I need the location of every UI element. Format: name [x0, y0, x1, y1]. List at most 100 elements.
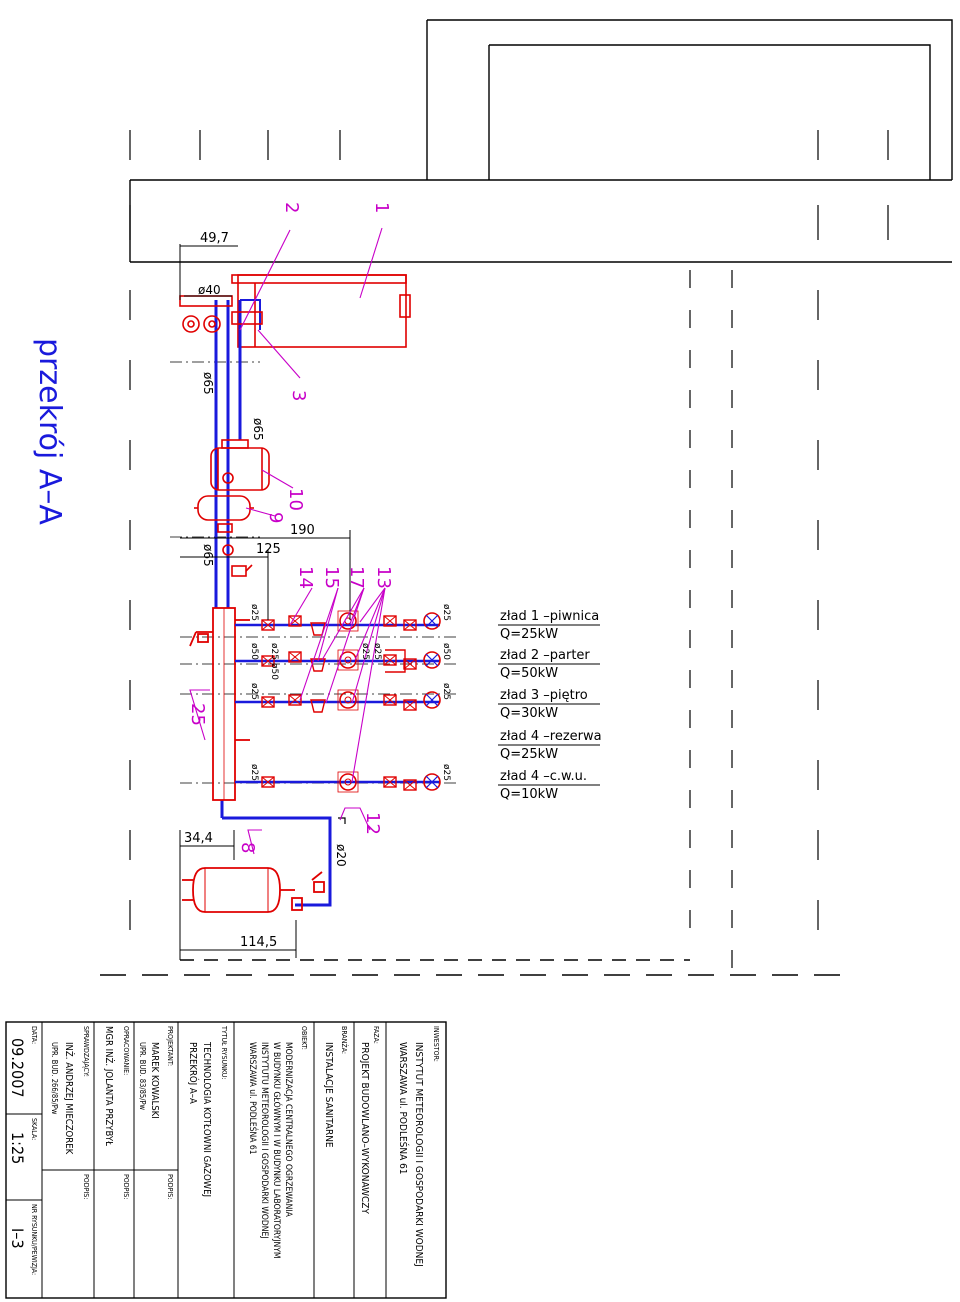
tb-drawing-title-line1: TECHNOLOGIA KOTŁOWNI GAZOWEJ — [201, 1041, 212, 1197]
title-block: INWESTOR: INSTYTUT METEOROLOGII I GOSPOD… — [5, 1021, 447, 1299]
tb-investor-label: INWESTOR: — [432, 1026, 440, 1062]
tb-branch: INSTALACJE SANITARNE — [323, 1042, 334, 1148]
tb-number: I–3 — [8, 1228, 27, 1249]
callout-8: 8 — [237, 842, 258, 853]
dirt-separator — [194, 495, 254, 533]
safety-valve — [338, 817, 346, 824]
tb-signature-label-1: PODPIS: — [166, 1174, 174, 1199]
inner-wall-dashed — [689, 270, 733, 975]
tb-drawing-title-line2: PRZEKRÓJ A–A — [187, 1042, 199, 1104]
tb-checker-label: SPRAWDZAJĄCY: — [82, 1026, 90, 1077]
dimension-lines — [179, 244, 600, 960]
tb-checker-name: INŻ. ANDRZEJ MIECZOREK — [63, 1042, 74, 1155]
circuit-2-name: zład 2 –parter — [500, 648, 590, 663]
callout-13: 13 — [373, 566, 394, 589]
boiler-connections — [179, 295, 263, 333]
tb-object-line4: WARSZAWA ul. PODLEŚNA 61 — [247, 1042, 259, 1155]
expansion-vessel — [182, 867, 325, 913]
tb-designer-license: UPR. BUD. 83/85/Pw — [138, 1042, 147, 1111]
callout-1: 1 — [371, 202, 392, 213]
tb-number-label: NR RYSUNKU/PEWIZJA: — [30, 1204, 38, 1275]
tb-drawing-title-label: TYTUŁ RYSUNKU: — [220, 1025, 228, 1079]
tb-prepared-name: MGR INŻ. JOLANTA PRZYBYŁ — [103, 1026, 114, 1146]
circuit-3-name: zład 3 –piętro — [500, 688, 588, 703]
tb-object-line3: INSTYTUTU METEOROLOGII I GOSPODARKI WODN… — [259, 1042, 269, 1239]
dn50-label-c: ø50 — [441, 643, 451, 660]
circuit-1-name: zład 1 –piwnica — [500, 609, 599, 624]
tb-designer-name: MAREK KOWALSKI — [149, 1042, 160, 1119]
circuit-4-q: Q=25kW — [500, 747, 558, 762]
dn25-label-c: ø25 — [249, 764, 259, 781]
circuit-5-name: zład 4 –c.w.u. — [500, 769, 587, 784]
dn25-label-f: ø25 — [441, 604, 451, 621]
tb-checker-license: UPR. BUD. 266/85/Pw — [50, 1042, 59, 1115]
dn65-label-top: ø65 — [201, 372, 215, 395]
tb-date: 09.2007 — [8, 1038, 27, 1098]
circuit-2-q: Q=50kW — [500, 666, 558, 681]
dim-190: 190 — [290, 523, 315, 538]
dn25-label-d: ø25 — [269, 643, 279, 660]
isolation-valve — [222, 544, 253, 577]
tb-object-line1: MODERNIZACJA CENTRALNEGO OGRZEWANIA — [283, 1042, 293, 1218]
callout-14: 14 — [295, 566, 316, 589]
floor-line — [100, 959, 850, 976]
tb-scale-label: SKALA: — [30, 1118, 38, 1140]
tb-phase: PROJEKT BUDOWLANO–WYKONAWCZY — [359, 1042, 370, 1214]
dn25-label-h: ø25 — [441, 683, 451, 700]
callout-3: 3 — [288, 390, 309, 401]
branch-diameter-texts: ø25 ø50 ø25 ø25 ø25 ø50 ø25 ø25 ø25 ø50 … — [249, 604, 451, 781]
dn20-label: ø20 — [334, 844, 348, 867]
diameter-texts: ø40 ø65 ø65 ø65 ø20 — [198, 283, 348, 867]
dn25-label-g: ø25 — [372, 643, 382, 660]
axis-ticks-top — [129, 130, 889, 930]
tb-signature-label-3: PODPIS: — [82, 1174, 90, 1199]
air-separator — [210, 439, 270, 491]
title-block-frame — [5, 1021, 447, 1299]
manifold — [189, 607, 250, 801]
tb-phase-label: FAZA: — [372, 1026, 380, 1044]
tb-date-label: DATA: — [30, 1026, 38, 1044]
callout-15: 15 — [321, 566, 342, 589]
callout-2: 2 — [281, 202, 302, 213]
dn50-label-b: ø50 — [269, 663, 279, 680]
callout-9: 9 — [265, 512, 286, 523]
dn25-label-i: ø25 — [441, 764, 451, 781]
tb-investor-line1: INSTYTUT METEOROLOGII I GOSPODARKI WODNE… — [413, 1042, 424, 1267]
tb-branch-label: BRANŻA: — [340, 1026, 349, 1054]
dim-125: 125 — [256, 542, 281, 557]
dn50-label-a: ø50 — [249, 643, 259, 660]
dn25-label-b: ø25 — [249, 683, 259, 700]
circuit-3-q: Q=30kW — [500, 706, 558, 721]
callout-25: 25 — [187, 703, 208, 726]
tb-object-label: OBIEKT: — [300, 1026, 308, 1050]
circuit-1-q: Q=25kW — [500, 627, 558, 642]
dn25-label-a: ø25 — [249, 604, 259, 621]
main-pipes — [214, 299, 332, 907]
tb-scale: 1:25 — [8, 1132, 27, 1164]
tb-investor-line2: WARSZAWA ul. PODLEŚNA 61 — [397, 1042, 410, 1175]
section-title: przekrój A–A — [32, 338, 67, 525]
tb-signature-label-2: PODPIS: — [122, 1174, 130, 1199]
dn25-label-e: ø25 — [360, 643, 370, 660]
callout-17: 17 — [346, 566, 367, 589]
circuit-5-q: Q=10kW — [500, 787, 558, 802]
circuit-4-name: zład 4 –rezerwa — [500, 729, 602, 744]
boiler-unit — [231, 274, 411, 348]
callout-numbers: 1 2 3 8 9 10 12 13 14 15 17 25 — [187, 202, 394, 853]
tb-designer-label: PROJEKTANT: — [166, 1026, 174, 1066]
leader-lines — [189, 227, 386, 855]
dim-114-5: 114,5 — [240, 935, 277, 950]
dim-49-7: 49,7 — [200, 231, 229, 246]
dn65-label-bottom: ø65 — [201, 544, 215, 567]
bypass-loop — [385, 649, 406, 673]
building-outline — [129, 19, 953, 263]
callout-12: 12 — [362, 812, 383, 835]
tb-object-line2: W BUDYNKU GŁÓWNYM I W BUDYNKU LABORATORY… — [271, 1042, 283, 1259]
dimension-texts: 49,7 190 125 34,4 114,5 — [184, 231, 315, 950]
dim-34-4: 34,4 — [184, 831, 213, 846]
dn40-label: ø40 — [198, 283, 221, 297]
dn65-label-mid: ø65 — [251, 418, 265, 441]
callout-10: 10 — [285, 488, 306, 511]
tb-prepared-label: OPRACOWANIE: — [122, 1026, 130, 1075]
